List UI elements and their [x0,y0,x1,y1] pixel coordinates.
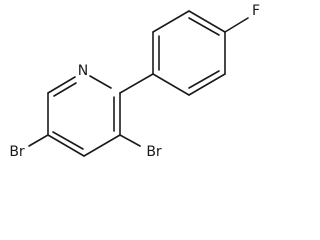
bond-c3p-c4p-inner [188,17,220,36]
bond-c6-n-inner [53,82,77,97]
atom-label-bromine-left: Br [9,144,25,158]
chemical-structure: N F Br Br [9,3,260,158]
fluorophenyl-ring [152,10,226,96]
bond-c6p-c1p [152,73,190,96]
atom-label-nitrogen: N [78,63,88,79]
bond-c2p-c3p [152,10,190,33]
pyridine-ring [47,75,121,157]
atom-label-bromine-right: Br [146,144,162,158]
bond-c6-n [47,76,76,94]
bond-c5p-c6p [188,73,226,96]
bond-c5-br [28,134,49,147]
bond-c5p-c6p-inner [188,70,220,89]
bond-c3-c4 [83,134,121,157]
atom-label-fluorine: F [252,3,260,19]
bond-c4-c5-inner [52,131,84,150]
bond-c4p-f [224,17,249,33]
bond-c3p-c4p [188,10,226,33]
bond-biaryl [119,73,154,94]
bond-c4-c5 [47,134,85,157]
bond-n-c2 [89,75,112,89]
bond-c3-br [119,134,141,147]
